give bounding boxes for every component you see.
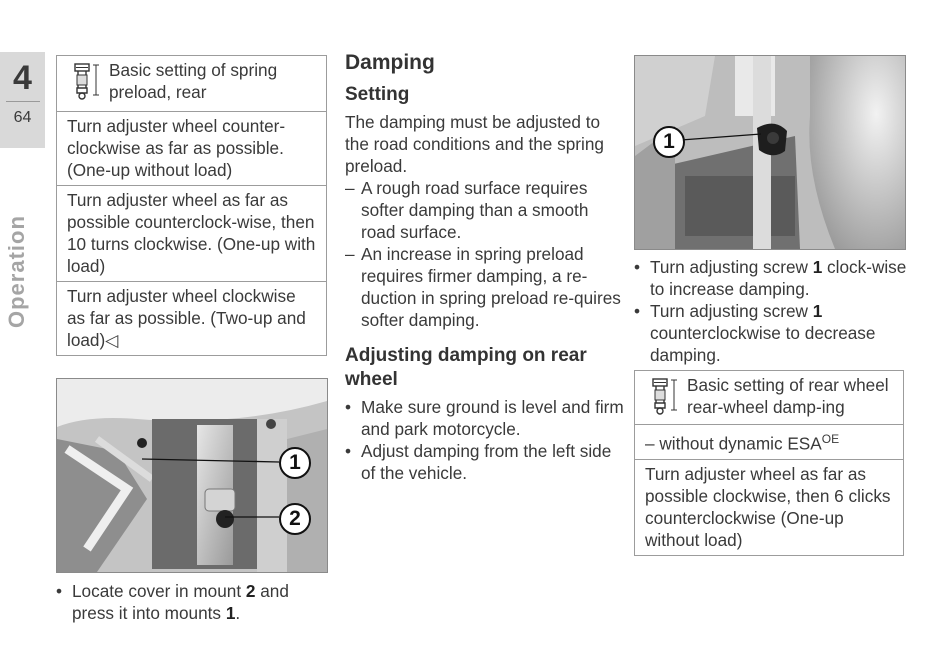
bullet-icon: • — [634, 301, 641, 321]
chapter-number: 4 — [13, 59, 32, 97]
table-row: Turn adjuster wheel counter-clockwise as… — [57, 112, 326, 186]
shock-absorber-icon — [67, 61, 103, 101]
table-heading: Basic setting of rear wheel rear-wheel d… — [687, 375, 889, 417]
tab-divider — [6, 101, 40, 102]
bullet-icon: • — [345, 441, 352, 461]
intro-paragraph: The damping must be adjusted to the road… — [345, 112, 604, 176]
adjust-list: •Make sure ground is level and firm and … — [345, 396, 625, 484]
shock-absorber-icon — [645, 376, 681, 416]
list-item: –A rough road surface requires softer da… — [345, 178, 589, 242]
damping-screw-photo: 1 — [634, 55, 906, 250]
callout-1: 1 — [653, 126, 685, 158]
page-number: 64 — [13, 109, 32, 126]
callout-1: 1 — [279, 447, 311, 479]
adjust-heading: Adjusting damping on rear wheel — [345, 345, 587, 390]
table-row: – without dynamic ESAOE — [635, 425, 903, 460]
dash-list: –A rough road surface requires softer da… — [345, 177, 625, 331]
locate-cover-list: •Locate cover in mount 2 and press it in… — [56, 580, 326, 624]
table-heading: Basic setting of spring preload, rear — [109, 60, 278, 102]
section-title: Damping — [345, 51, 435, 74]
table-header: Basic setting of rear wheel rear-wheel d… — [635, 371, 903, 425]
dash-icon: – — [345, 178, 355, 198]
callout-2: 2 — [279, 503, 311, 535]
list-item: •Locate cover in mount 2 and press it in… — [56, 581, 289, 623]
chapter-tab — [0, 52, 45, 148]
list-item: •Adjust damping from the left side of th… — [345, 441, 612, 483]
bullet-icon: • — [345, 397, 352, 417]
section-label: Operation — [4, 215, 29, 328]
table-header: Basic setting of spring preload, rear — [57, 56, 326, 112]
list-item: –An increase in spring preload requires … — [345, 244, 621, 330]
oe-superscript: OE — [821, 432, 840, 446]
bullet-icon: • — [56, 581, 63, 601]
adjust-screw-list: •Turn adjusting screw 1 clock-wise to in… — [634, 256, 909, 366]
section-subtitle: Setting — [345, 84, 410, 105]
damping-section: Damping Setting The damping must be adju… — [345, 50, 625, 484]
list-item: •Turn adjusting screw 1 clock-wise to in… — [634, 257, 907, 299]
list-item: •Make sure ground is level and firm and … — [345, 397, 624, 439]
list-item: •Turn adjusting screw 1 counterclockwise… — [634, 301, 876, 365]
dash-icon: – — [345, 244, 355, 264]
spring-preload-table: Basic setting of spring preload, rear Tu… — [56, 55, 327, 356]
rear-shock-photo: 1 2 — [56, 378, 328, 573]
bullet-icon: • — [634, 257, 641, 277]
table-row: Turn adjuster wheel as far as possible c… — [57, 186, 326, 282]
table-row: Turn adjuster wheel clockwise as far as … — [67, 286, 306, 350]
table-row: Turn adjuster wheel as far as possible c… — [645, 463, 891, 550]
damping-table: Basic setting of rear wheel rear-wheel d… — [634, 370, 904, 556]
